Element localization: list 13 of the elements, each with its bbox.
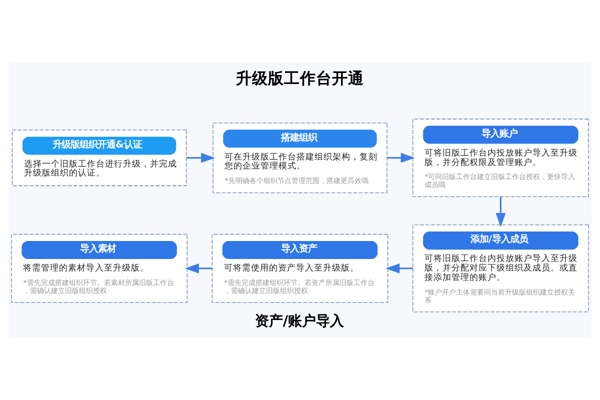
arrow — [385, 263, 413, 274]
node-box: 导入账户 可将旧版工作台内投放账户导入至升级版，并分配权限及管理账户。 *可同旧版工作台建立旧版工作台授权，更快导入成员哦 — [412, 118, 589, 198]
node-box: 升级版组织开通&认证 选择一个旧版工作台进行升级，并完成升级版组织的认证。 — [12, 130, 187, 186]
arrow — [184, 263, 212, 274]
node-box: 导入素材 将需管理的素材导入至升级版。 *需先完成搭建组织环节。若素材所属旧版工作台，需确认建立旧版组织授权 — [11, 234, 188, 303]
arrow — [496, 196, 506, 228]
arrow — [387, 152, 415, 163]
caption: 资产/账户导入 — [254, 314, 344, 330]
node-box: 搭建组织 可在升级版工作台搭建组织架构，复刻您的企业管理模式。 *先明确各个组织节点管理范围，搭建更高效哦 — [212, 122, 388, 194]
diagram-title: 升级版工作台开通 — [236, 68, 364, 88]
arrow — [186, 152, 216, 163]
node-box: 添加/导入成员 可将旧版工作台内投放账户导入至升级版，并分配对应下级组织及成员。或直接添加管理的账户。 *账户开户主体需要同当前升级版组织建立授权关系 — [412, 224, 589, 312]
node-box: 导入资产 可将需使用的资产导入至升级版。 *需先完成搭建组织环节。若资产所属旧版工作台，需确认建立旧版组织授权 — [212, 234, 388, 303]
